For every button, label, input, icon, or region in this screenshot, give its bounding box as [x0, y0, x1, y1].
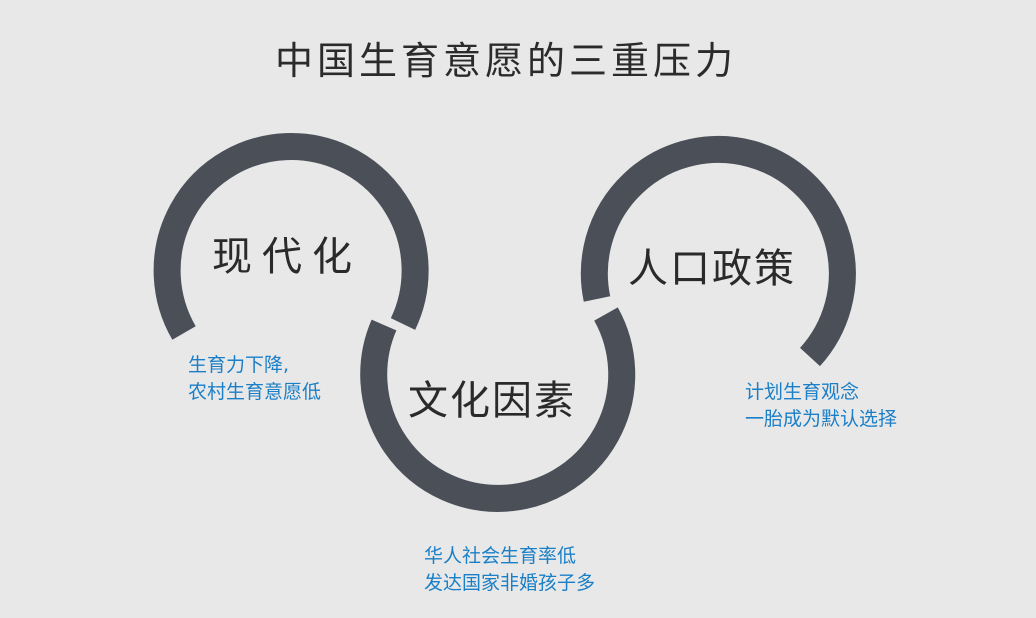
ring-modernization [153, 133, 429, 340]
ring-culture [360, 307, 636, 512]
ring-label-culture: 文化因素 [408, 378, 576, 424]
description-line: 生育力下降, [188, 354, 290, 376]
description-modernization: 生育力下降, 农村生育意愿低 [188, 352, 321, 406]
description-line: 华人社会生育率低 [424, 545, 577, 567]
description-line: 发达国家非婚孩子多 [424, 572, 596, 594]
description-culture: 华人社会生育率低 发达国家非婚孩子多 [424, 543, 595, 597]
description-line: 农村生育意愿低 [188, 381, 322, 403]
ring-label-population-policy: 人口政策 [628, 246, 796, 292]
diagram-title: 中国生育意愿的三重压力 [274, 39, 737, 83]
ring-population-policy [580, 135, 856, 367]
ring-label-modernization: 现代化 [212, 234, 362, 280]
description-line: 计划生育观念 [745, 381, 860, 403]
description-line: 一胎成为默认选择 [745, 408, 898, 430]
description-population-policy: 计划生育观念 一胎成为默认选择 [745, 379, 897, 433]
